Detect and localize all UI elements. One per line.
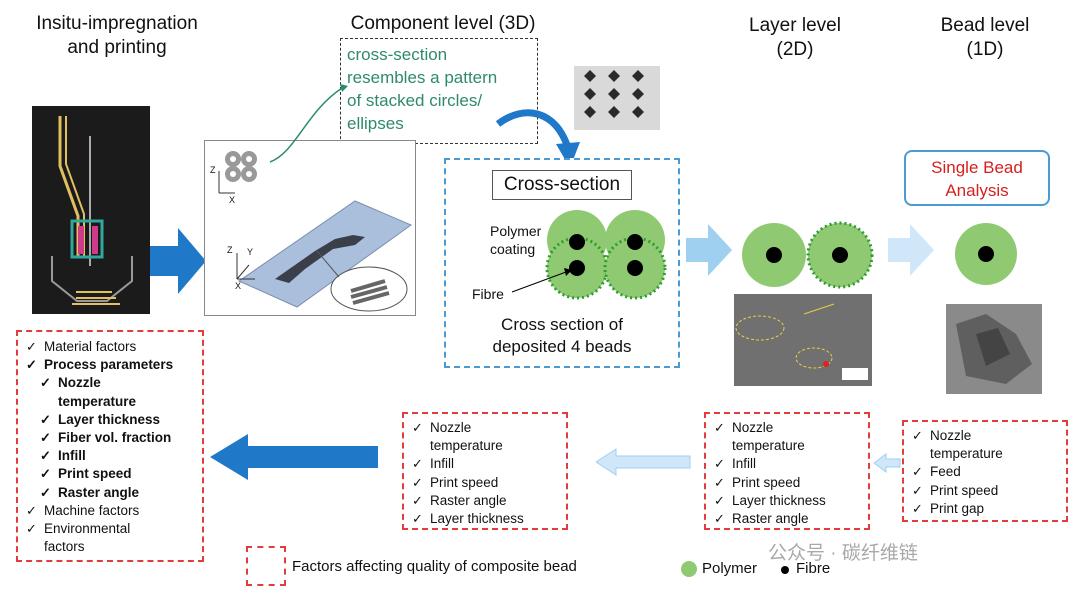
bead-factor-item: Print speed [910, 482, 1066, 500]
header-layer-level: Layer level (2D) [749, 15, 841, 60]
main-factor-item: Environmental factors [24, 520, 202, 556]
component-render-drawing [218, 151, 413, 312]
axis-x-label-small: X [229, 195, 236, 205]
layer-factor-item: Layer thickness [712, 492, 868, 510]
cross-section-caption: Cross section of deposited 4 beads [492, 315, 632, 356]
bead-factor-item: Print gap [910, 500, 1066, 518]
bead-to-layer-arrow [874, 453, 901, 473]
process-parameter-item: Nozzle temperature [38, 374, 202, 410]
main-factor-item: Machine factors [24, 502, 202, 520]
legend-polymer-swatch [681, 561, 697, 577]
component-factor-item: Layer thickness [410, 510, 566, 528]
printer-head-image [32, 106, 150, 314]
single-bead-analysis-box: Single Bead Analysis [904, 150, 1050, 206]
layer-beads [742, 221, 874, 289]
bead-factor-item: Feed [910, 463, 1066, 481]
process-parameter-item: Infill [38, 447, 202, 465]
layer-micrograph [734, 294, 872, 386]
component-factors-box: Nozzle temperature Infill Print speed Ra… [402, 412, 568, 530]
stacked-beads-photo-drawing [584, 70, 644, 118]
legend-fibre-swatch [781, 566, 789, 574]
header-insitu: Insitu-impregnation and printing [36, 13, 198, 58]
process-parameter-item: Raster angle [38, 484, 202, 502]
bead-micrograph-drawing [956, 314, 1032, 384]
process-arrow-2 [686, 224, 732, 276]
component-factors-list: Nozzle temperature Infill Print speed Ra… [410, 419, 566, 528]
legend-polymer-label: Polymer [702, 560, 758, 577]
layer-factor-item: Infill [712, 455, 868, 473]
bead-factor-item: Nozzle temperature [910, 427, 1066, 463]
main-factor-item: Material factors [24, 338, 202, 356]
component-factor-item: Nozzle temperature [410, 419, 566, 455]
component-render-image: Z X Z Y X [204, 140, 416, 316]
fibre-label: Fibre [472, 286, 504, 302]
header-bead-level: Bead level (1D) [940, 15, 1030, 60]
stacked-beads-photo [574, 66, 660, 130]
four-bead-diagram [511, 210, 667, 300]
legend-factors-label: Factors affecting quality of composite b… [292, 558, 577, 575]
component-factor-item: Print speed [410, 474, 566, 492]
layer-factors-box: Nozzle temperature Infill Print speed La… [704, 412, 870, 530]
printer-head-drawing [51, 116, 133, 305]
header-component-level: Component level (3D) [350, 13, 536, 34]
layer-factor-item: Raster angle [712, 510, 868, 528]
process-parameter-group: Nozzle temperature Layer thickness Fiber… [24, 374, 202, 502]
summary-arrow [210, 434, 378, 480]
cross-section-box: Cross-section Polymer coating Fibre Cros… [444, 158, 680, 368]
main-factor-item: Process parameters [24, 356, 202, 374]
layer-factors-list: Nozzle temperature Infill Print speed La… [712, 419, 868, 528]
process-parameter-item: Layer thickness [38, 411, 202, 429]
bead-micrograph [946, 304, 1042, 394]
legend-fibre-label: Fibre [796, 560, 831, 577]
cross-section-title: Cross-section [492, 170, 632, 200]
watermark: 公众号 · 碳纤维链 [768, 543, 918, 564]
polymer-coating-label: Polymer coating [490, 223, 542, 257]
component-factor-item: Infill [410, 455, 566, 473]
process-parameter-item: Print speed [38, 465, 202, 483]
bead-factors-list: Nozzle temperature Feed Print speed Prin… [910, 427, 1066, 518]
component-factor-item: Raster angle [410, 492, 566, 510]
layer-to-component-arrow [596, 448, 691, 476]
process-arrow-3 [888, 224, 934, 276]
process-parameter-item: Fiber vol. fraction [38, 429, 202, 447]
legend-dashed-swatch [246, 546, 286, 586]
cross-section-note: cross-section resembles a pattern of sta… [340, 38, 538, 144]
main-factors-list: Material factors Process parameters Nozz… [24, 338, 202, 556]
axis-z-label-small: Z [210, 165, 216, 175]
layer-micrograph-drawing [735, 303, 868, 380]
axis-y-label: Y [247, 247, 254, 257]
four-circle-cross-section [225, 151, 257, 182]
axis-x-label: X [235, 281, 242, 291]
connector-curve [269, 84, 348, 163]
process-arrow-1 [150, 228, 206, 294]
bead-factors-box: Nozzle temperature Feed Print speed Prin… [902, 420, 1068, 522]
curved-blue-arrow [495, 109, 580, 168]
layer-factor-item: Print speed [712, 474, 868, 492]
single-bead [955, 223, 1017, 285]
layer-factor-item: Nozzle temperature [712, 419, 868, 455]
axis-z-label: Z [227, 245, 233, 255]
main-factors-box: Material factors Process parameters Nozz… [16, 330, 204, 562]
